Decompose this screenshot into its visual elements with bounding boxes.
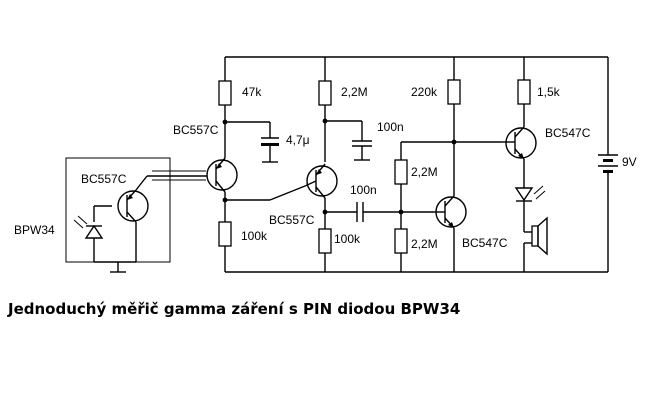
- resistor-1-5k: [517, 79, 531, 105]
- label-bc557c-stage2: BC557C: [269, 213, 315, 227]
- label-220k: 220k: [411, 85, 438, 99]
- transistor-bc557c-stage1: [206, 157, 238, 193]
- junction: [322, 209, 328, 215]
- resistor-220k: [447, 79, 461, 105]
- transistor-bc557c-probe: [117, 189, 149, 223]
- wire: [304, 180, 317, 187]
- wire: [135, 175, 148, 191]
- label-100k-stage1: 100k: [241, 229, 268, 243]
- transistor-bc557c-stage2: [306, 163, 338, 199]
- junction: [451, 139, 457, 145]
- wire: [269, 185, 306, 201]
- transistor-bc547c-stage4: [505, 126, 537, 160]
- label-9v: 9V: [622, 155, 637, 169]
- label-100k-stage2: 100k: [334, 232, 361, 246]
- label-4-7u: 4,7μ: [286, 133, 310, 147]
- speaker: [531, 216, 548, 256]
- label-2-2m-stage2: 2,2M: [341, 85, 368, 99]
- label-100n-lower: 100n: [350, 183, 377, 197]
- resistor-100k-stage1: [218, 221, 232, 247]
- resistor-2-2m-upper: [394, 159, 408, 185]
- resistor-47k: [218, 80, 232, 106]
- label-bpw34: BPW34: [14, 223, 55, 237]
- resistor-2-2m-lower: [394, 228, 408, 254]
- label-bc547c-stage3: BC547C: [462, 236, 508, 250]
- junction: [222, 119, 228, 125]
- label-1-5k: 1,5k: [537, 85, 561, 99]
- junction: [322, 118, 328, 124]
- junction: [222, 197, 228, 203]
- led: [514, 185, 546, 202]
- label-2-2m-lower: 2,2M: [411, 237, 438, 251]
- label-bc557c-stage1: BC557C: [173, 123, 219, 137]
- photodiode-bpw34: [73, 215, 104, 239]
- junction: [398, 209, 404, 215]
- label-bc547c-stage4: BC547C: [545, 126, 591, 140]
- label-bc557c-probe: BC557C: [81, 172, 127, 186]
- resistor-100k-stage2: [318, 228, 332, 254]
- label-2-2m-upper: 2,2M: [411, 165, 438, 179]
- label-47k: 47k: [242, 85, 262, 99]
- battery-9v: [598, 154, 618, 173]
- label-100n-upper: 100n: [377, 120, 404, 134]
- resistor-2-2m-stage2: [318, 80, 332, 106]
- diagram-caption: Jednoduchý měřič gamma záření s PIN diod…: [8, 300, 461, 318]
- capacitor-plate-negative: [261, 143, 279, 146]
